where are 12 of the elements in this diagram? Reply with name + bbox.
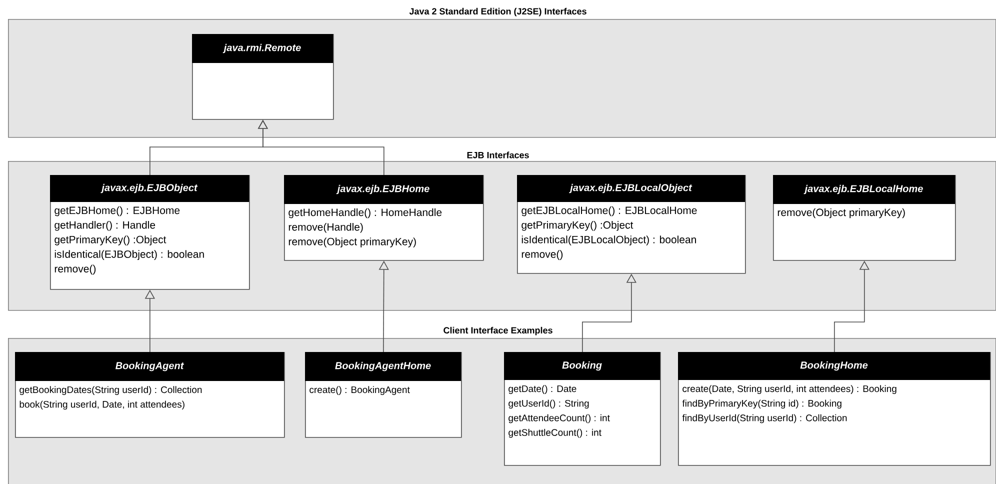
class-box: javax.ejb.EJBLocalObject getEJBLocalHome() : EJBLocalHome getPrimaryKey() :Object isIdentical(EJBLocalObject) : boolean remove() (517, 174, 746, 274)
class-box: BookingAgent getBookingDates(String userId) : Collection book(String userId, Date, int attendees) (15, 352, 285, 438)
class-box: javax.ejb.EJBLocalHome remove(Object primaryKey) (773, 174, 956, 261)
class-box: BookingHome create(Date, String userId, int attendees) : Booking findByPrimaryKey(String id) : Booking findByUserId(String userId) : Collection (678, 352, 991, 466)
class-box: BookingAgentHome create() : BookingAgent (305, 352, 462, 438)
node-label: Java 2 Standard Edition (J2SE) Interfaces (409, 8, 586, 16)
class-box: java.rmi.Remote (192, 34, 334, 120)
class-box: javax.ejb.EJBObject getEJBHome() : EJBHome getHandler() : Handle getPrimaryKey() :Object isIdentical(EJBObject) : boolean remove() (50, 174, 250, 290)
class-box: Booking getDate() : Date getUserId() : String getAttendeeCount() : int getShuttleCount() : int (504, 352, 661, 466)
node-label: Client Interface Examples (444, 326, 552, 336)
class-box: javax.ejb.EJBHome getHomeHandle() : HomeHandle remove(Handle) remove(Object primaryKey) (284, 174, 484, 261)
node-label: EJB Interfaces (467, 152, 529, 158)
